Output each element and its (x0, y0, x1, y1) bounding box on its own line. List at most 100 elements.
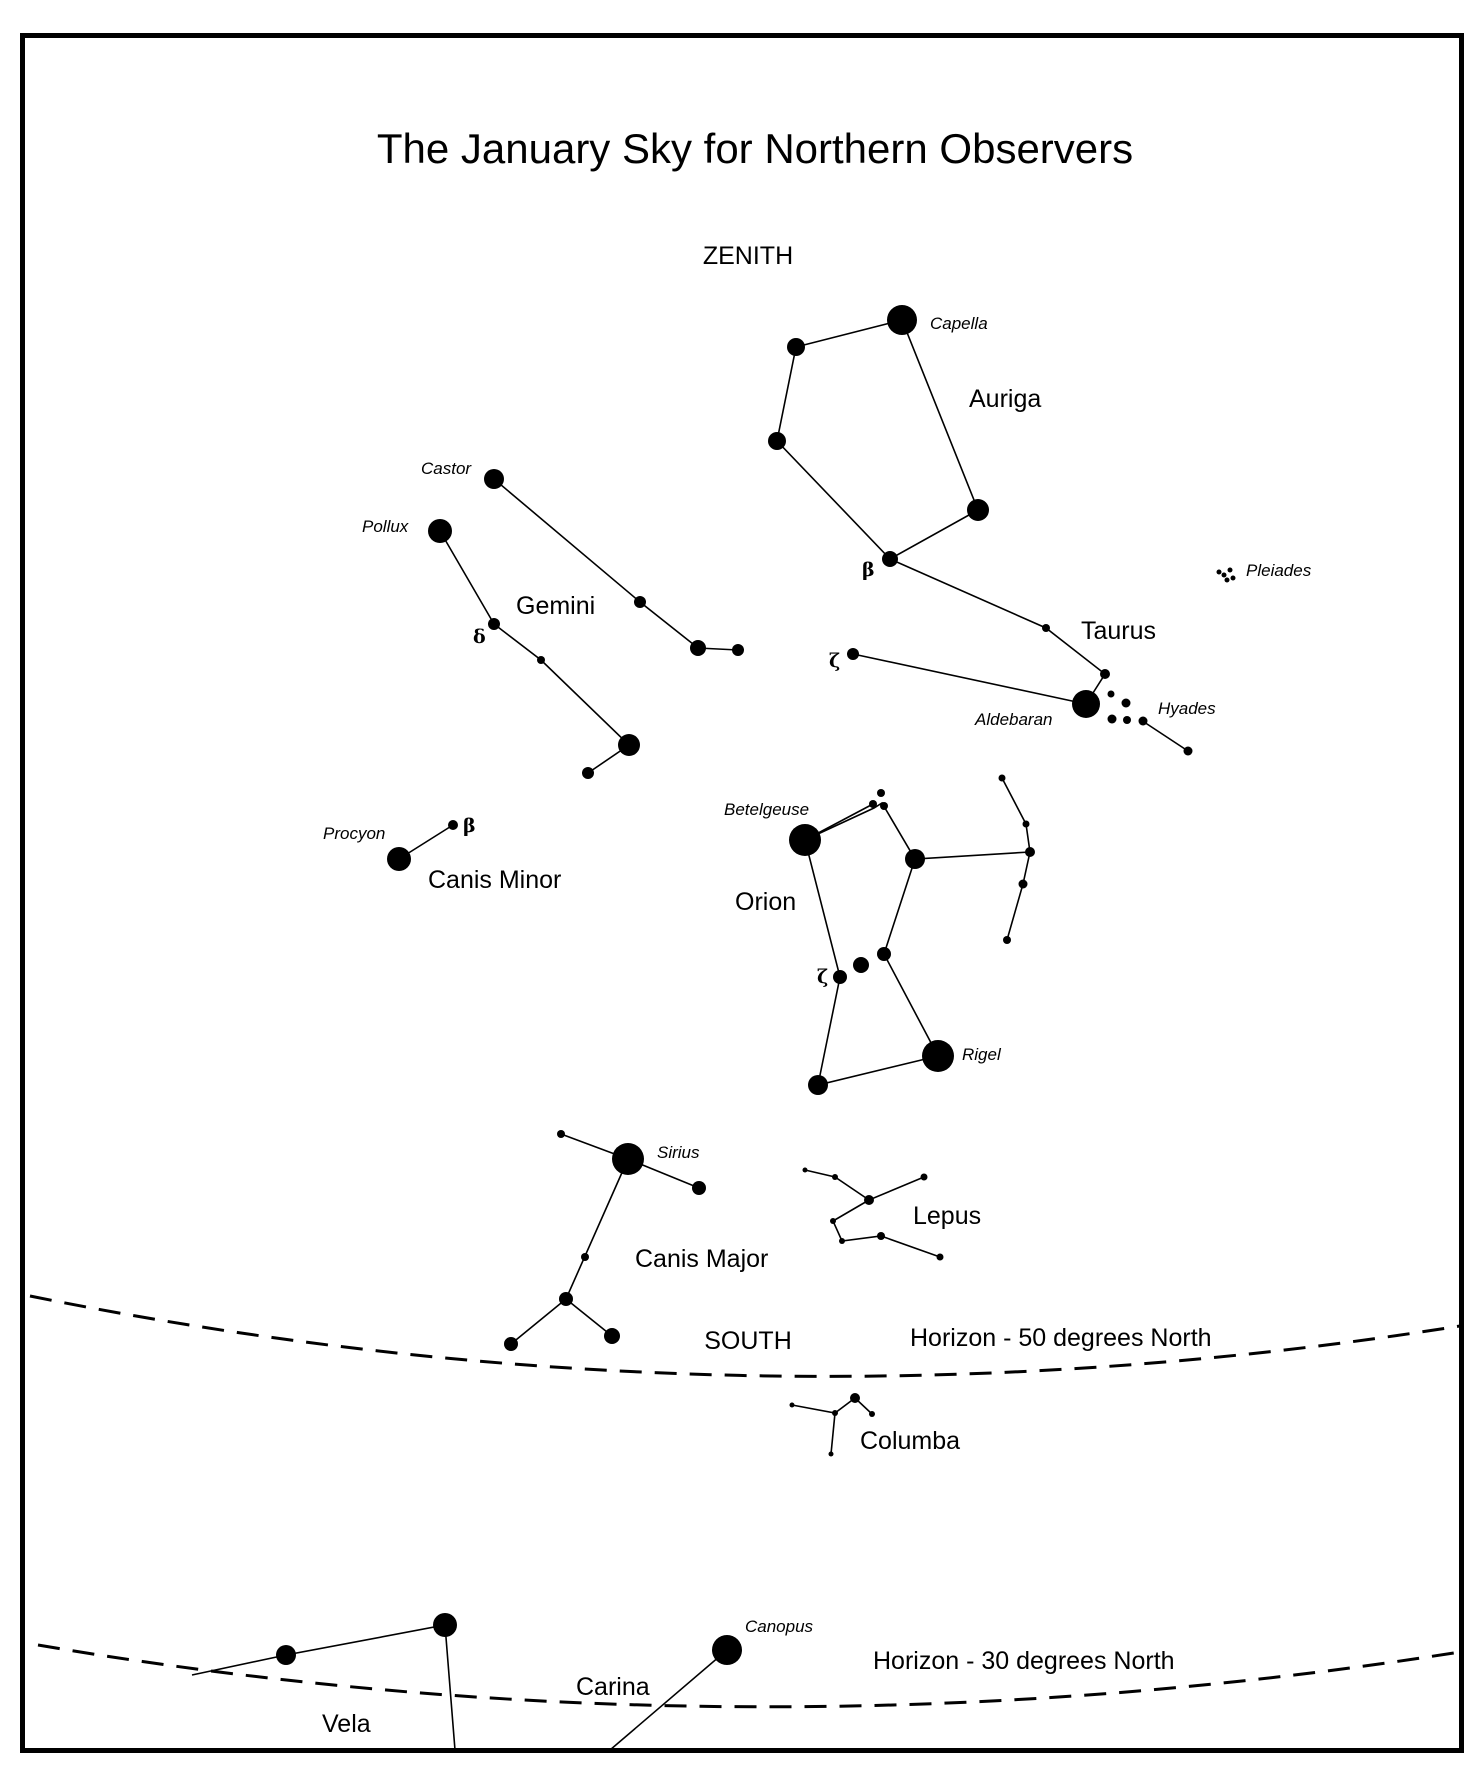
orion-shield-star (1025, 847, 1035, 857)
orion-body-line (804, 839, 940, 1087)
gemini-star (690, 640, 706, 656)
canis-major-star (559, 1292, 573, 1306)
gemini-star (537, 656, 545, 664)
hyades-label: Hyades (1158, 699, 1216, 718)
orion-belt-star (853, 957, 869, 973)
orion-shield-star (998, 774, 1006, 782)
castor-star (484, 469, 504, 489)
canopus-star (712, 1635, 742, 1665)
vela-label: Vela (322, 1710, 371, 1738)
columba-star (832, 1410, 838, 1416)
orion-head-star (877, 789, 885, 797)
aldebaran-label: Aldebaran (974, 710, 1053, 729)
auriga-lines (776, 319, 980, 560)
horizon-50-line (29, 1294, 1459, 1378)
lepus-star (920, 1173, 928, 1181)
vela-line (191, 1624, 456, 1748)
carina-line (611, 1649, 728, 1748)
orion-shield-star (1003, 936, 1011, 944)
taurus-zeta-star (847, 648, 859, 660)
canis-major-star (692, 1181, 706, 1195)
stars (276, 305, 1236, 1665)
pleiades-star (1224, 577, 1230, 583)
lepus-star (830, 1218, 836, 1224)
gemini-star (582, 767, 594, 779)
gemini-label: Gemini (516, 592, 595, 620)
procyon-star (387, 847, 411, 871)
vela-star (276, 1645, 296, 1665)
chart-title: The January Sky for Northern Observers (377, 125, 1133, 172)
orion-zeta-star (833, 970, 847, 984)
hyades-star (1107, 714, 1117, 724)
orion-shoulder-star (905, 849, 925, 869)
lepus-star (839, 1238, 845, 1244)
vela-star (433, 1613, 457, 1637)
canis-major-leg-line (565, 1298, 613, 1337)
chart-frame (20, 33, 1464, 1753)
canis-major-star (604, 1328, 620, 1344)
horizon-50-label: Horizon - 50 degrees North (910, 1324, 1212, 1352)
taurus-tail-line (1143, 721, 1189, 752)
lepus-star (864, 1195, 874, 1205)
gemini-star (634, 596, 646, 608)
lepus-star (802, 1167, 808, 1173)
auriga-star (768, 432, 786, 450)
columba-star (869, 1411, 875, 1417)
pleiades-star (1216, 569, 1222, 575)
sirius-label: Sirius (657, 1143, 700, 1162)
columba-star (789, 1402, 795, 1408)
gemini-delta-star (488, 618, 500, 630)
taurus-star (1100, 669, 1110, 679)
columba-label: Columba (860, 1427, 960, 1455)
hyades-star (1121, 698, 1131, 708)
orion-label: Orion (735, 888, 796, 916)
taurus-star (1042, 624, 1050, 632)
orion-head-star (869, 800, 877, 808)
pleiades-star (1221, 572, 1227, 578)
taurus-star (1183, 746, 1193, 756)
pleiades-label: Pleiades (1246, 561, 1312, 580)
canis-minor-beta-star (448, 820, 458, 830)
hyades-star (1123, 716, 1131, 724)
canopus-label: Canopus (745, 1617, 814, 1636)
canis-minor-label: Canis Minor (428, 866, 561, 894)
pollux-star (428, 519, 452, 543)
gemini-star (732, 644, 744, 656)
aldebaran-star (1072, 690, 1100, 718)
lepus-top-line (804, 1169, 925, 1201)
orion-shield-line (1001, 777, 1031, 941)
auriga-star (967, 499, 989, 521)
gemini-castor-line (493, 478, 739, 651)
horizon-30-label: Horizon - 30 degrees North (873, 1647, 1175, 1675)
rigel-star (922, 1040, 954, 1072)
hyades-star (1107, 690, 1115, 698)
orion-shield-star (1018, 879, 1028, 889)
carina-label: Carina (576, 1673, 650, 1701)
gemini-delta-label: δ (473, 626, 486, 648)
taurus-label: Taurus (1081, 617, 1156, 645)
hyades-star (1138, 716, 1148, 726)
columba-tail-line (830, 1412, 836, 1455)
canis-major-star (581, 1253, 589, 1261)
auriga-star (787, 338, 805, 356)
auriga-beta-label: β (862, 559, 875, 581)
lepus-label: Lepus (913, 1202, 981, 1230)
pleiades-star (1230, 575, 1236, 581)
south-label: SOUTH (704, 1327, 792, 1355)
gemini-star (618, 734, 640, 756)
canis-major-star (557, 1130, 565, 1138)
lepus-star (832, 1174, 838, 1180)
orion-head-star (880, 802, 888, 810)
rigel-label: Rigel (962, 1045, 1002, 1064)
columba-star (828, 1451, 834, 1457)
auriga-label: Auriga (969, 385, 1041, 413)
orion-zeta-label: ζ (817, 966, 828, 988)
columba-line (791, 1396, 873, 1415)
constellation-lines (191, 319, 1189, 1748)
canis-major-label: Canis Major (635, 1245, 768, 1273)
lepus-star (877, 1232, 885, 1240)
lepus-star (936, 1253, 944, 1261)
orion-star (808, 1075, 828, 1095)
sirius-star (612, 1143, 644, 1175)
